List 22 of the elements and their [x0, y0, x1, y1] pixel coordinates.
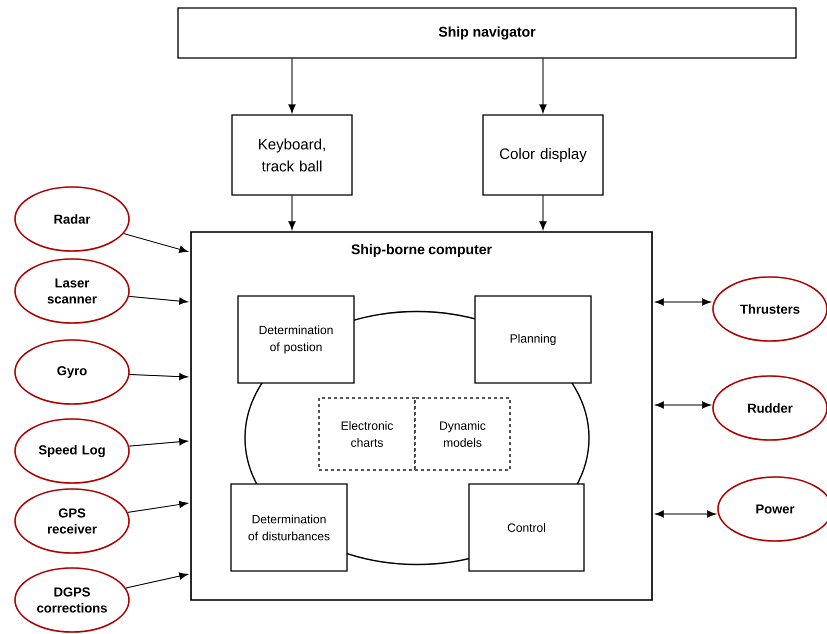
arrow [655, 510, 716, 518]
arrow [539, 58, 547, 113]
arrow [288, 58, 296, 113]
arrow [127, 500, 188, 513]
module-box: Determination of disturbances [230, 483, 348, 572]
arrow [288, 195, 296, 230]
dashed-box: Dynamic models [414, 397, 511, 471]
module-box: Determination of postion [237, 295, 355, 384]
dashed-box: Electronic charts [318, 397, 416, 471]
arrow [128, 438, 188, 447]
navigator-box: Ship navigator [177, 7, 797, 59]
arrow [123, 233, 188, 253]
arrow [128, 296, 188, 305]
module-box: Control [468, 483, 585, 572]
arrow [655, 401, 711, 409]
arrow [129, 373, 188, 380]
arrow [655, 298, 711, 306]
arrow [539, 195, 547, 230]
module-box: Planning [474, 295, 592, 384]
device-box: Color display [482, 114, 604, 196]
device-box: Keyboard, track ball [231, 114, 353, 196]
arrow [125, 572, 188, 589]
